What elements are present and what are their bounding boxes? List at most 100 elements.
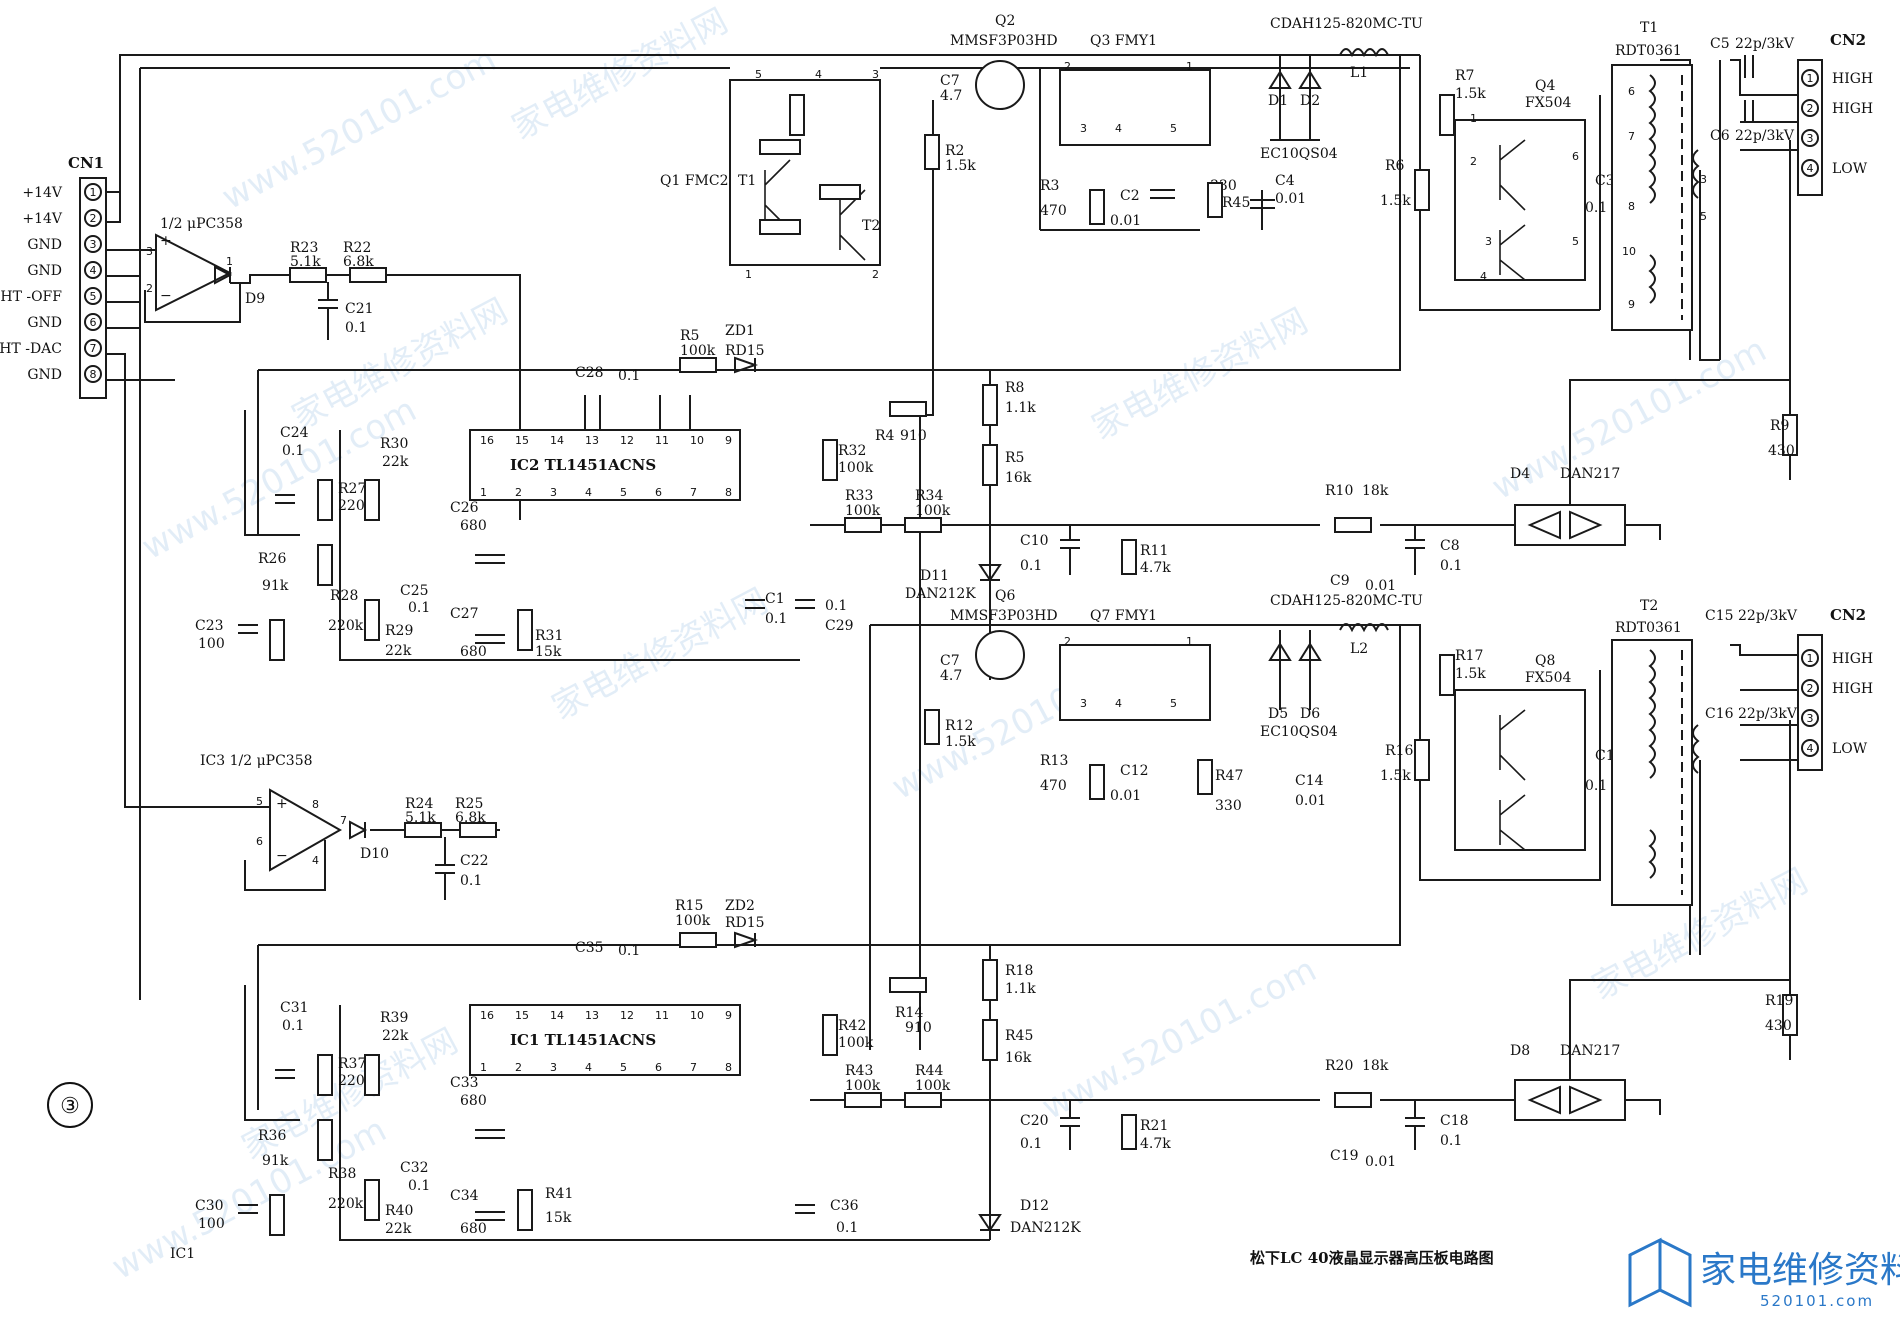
ic-pin-number: 2 bbox=[515, 486, 522, 499]
cn2-pin bbox=[1801, 159, 1819, 177]
cn1-pin-label: GND bbox=[27, 237, 62, 253]
svg-text:C18: C18 bbox=[1440, 1113, 1469, 1129]
page-marker: ③ bbox=[47, 1082, 93, 1128]
svg-text:C26: C26 bbox=[450, 500, 479, 516]
cn1-pin-number: 7 bbox=[90, 342, 97, 355]
svg-text:C4: C4 bbox=[1275, 173, 1295, 189]
svg-text:C16: C16 bbox=[1705, 706, 1734, 722]
cn1-pin-label: GND bbox=[27, 315, 62, 331]
svg-text:T1: T1 bbox=[738, 173, 756, 189]
svg-text:430: 430 bbox=[1765, 1018, 1792, 1034]
q1-label: Q1 FMC2 bbox=[660, 173, 729, 189]
svg-text:R5: R5 bbox=[680, 328, 699, 344]
t2-block: R17 1.5k R16 1.5k Q8 FX504 C13 0.1 T2 RD… bbox=[1380, 598, 1798, 906]
svg-text:C2: C2 bbox=[1120, 188, 1140, 204]
svg-text:C32: C32 bbox=[400, 1160, 429, 1176]
cn1-pin-label: +14V bbox=[22, 185, 63, 201]
svg-text:C15: C15 bbox=[1705, 608, 1734, 624]
svg-text:R4: R4 bbox=[875, 428, 895, 444]
cn2-pin-number: 3 bbox=[1807, 712, 1814, 725]
svg-text:RD15: RD15 bbox=[725, 915, 765, 931]
labels-top: R23 5.1k R22 6.8k D9 C21 0.1 R5 100k ZD1… bbox=[195, 240, 1462, 661]
svg-text:R31: R31 bbox=[535, 628, 563, 644]
svg-text:R23: R23 bbox=[290, 240, 318, 256]
svg-text:2: 2 bbox=[1064, 635, 1071, 648]
watermark-text: www.520101.com bbox=[215, 40, 502, 218]
svg-text:1.5k: 1.5k bbox=[1455, 86, 1486, 102]
svg-text:C30: C30 bbox=[195, 1198, 224, 1214]
svg-text:D9: D9 bbox=[245, 291, 265, 307]
svg-text:0.1: 0.1 bbox=[408, 600, 430, 616]
svg-text:R36: R36 bbox=[258, 1128, 286, 1144]
svg-text:100k: 100k bbox=[675, 913, 711, 929]
svg-text:22k: 22k bbox=[382, 454, 409, 470]
svg-text:CN2: CN2 bbox=[1830, 31, 1866, 49]
svg-text:2: 2 bbox=[1470, 155, 1477, 168]
svg-text:R11: R11 bbox=[1140, 543, 1168, 559]
svg-text:22k: 22k bbox=[382, 1028, 409, 1044]
ic-pin-number: 4 bbox=[585, 486, 592, 499]
svg-text:R17: R17 bbox=[1455, 648, 1483, 664]
svg-text:4: 4 bbox=[1115, 697, 1122, 710]
brand-logo-icon bbox=[1628, 1237, 1662, 1308]
cn1-pin-number: 5 bbox=[90, 290, 97, 303]
cn2-pin bbox=[1801, 129, 1819, 147]
ic-pin-number: 11 bbox=[655, 1009, 669, 1022]
svg-text:DAN212K: DAN212K bbox=[1010, 1220, 1081, 1236]
svg-text:T1: T1 bbox=[1640, 20, 1658, 36]
cn1-pin bbox=[84, 235, 102, 253]
ic-pin-number: 5 bbox=[620, 1061, 627, 1074]
svg-text:1.5k: 1.5k bbox=[1380, 193, 1411, 209]
svg-text:T2: T2 bbox=[862, 218, 880, 234]
svg-text:0.1: 0.1 bbox=[282, 1018, 304, 1034]
d1-d2-l1: CDAH125-820MC-TU L1 D1 D2 EC10QS04 bbox=[1260, 16, 1423, 162]
watermark-text: www.520101.com bbox=[135, 390, 422, 568]
cn2-pin-number: 2 bbox=[1807, 682, 1814, 695]
svg-text:0.01: 0.01 bbox=[1275, 191, 1306, 207]
svg-text:CDAH125-820MC-TU: CDAH125-820MC-TU bbox=[1270, 593, 1423, 609]
cn1-pin bbox=[84, 339, 102, 357]
svg-text:3: 3 bbox=[146, 245, 153, 258]
svg-text:0.1: 0.1 bbox=[460, 873, 482, 889]
svg-text:0.01: 0.01 bbox=[1110, 213, 1141, 229]
ic-pin-number: 16 bbox=[480, 434, 494, 447]
svg-text:8: 8 bbox=[312, 798, 319, 811]
d4-block: D4 DAN217 bbox=[1510, 466, 1626, 546]
svg-text:D1: D1 bbox=[1268, 93, 1288, 109]
svg-text:16k: 16k bbox=[1005, 1050, 1032, 1066]
cn2-pin-label: HIGH bbox=[1832, 651, 1873, 667]
svg-text:3: 3 bbox=[1080, 697, 1087, 710]
svg-text:3: 3 bbox=[1485, 235, 1492, 248]
ic-pin-number: 13 bbox=[585, 1009, 599, 1022]
svg-text:R47: R47 bbox=[1215, 768, 1243, 784]
svg-text:680: 680 bbox=[460, 518, 487, 534]
svg-text:D5: D5 bbox=[1268, 706, 1288, 722]
opamp-top-label: 1/2 μPC358 bbox=[160, 216, 243, 232]
svg-text:C25: C25 bbox=[400, 583, 429, 599]
brand-logo: 家电维修资料网 520101.com bbox=[1628, 1237, 1900, 1310]
ic-pin-number: 13 bbox=[585, 434, 599, 447]
svg-text:C29: C29 bbox=[825, 618, 854, 634]
svg-text:4: 4 bbox=[1480, 270, 1487, 283]
svg-text:R30: R30 bbox=[380, 436, 408, 452]
svg-text:470: 470 bbox=[1040, 203, 1067, 219]
svg-text:0.01: 0.01 bbox=[1295, 793, 1326, 809]
svg-text:R24: R24 bbox=[405, 796, 433, 812]
cn1-pin-label: LIGHT -DAC bbox=[0, 341, 62, 357]
svg-text:C28: C28 bbox=[575, 365, 604, 381]
l1-coil bbox=[1339, 48, 1389, 58]
ic-pin-number: 6 bbox=[655, 1061, 662, 1074]
svg-text:910: 910 bbox=[900, 428, 927, 444]
svg-text:DAN217: DAN217 bbox=[1560, 1043, 1620, 1059]
svg-text:7: 7 bbox=[340, 814, 347, 827]
t1-block: R7 1.5k R6 1.5k Q4 FX504 1 2 3 4 5 6 C3 … bbox=[1380, 20, 1795, 331]
ic-pin-number: 10 bbox=[690, 434, 704, 447]
ic-pin-number: 8 bbox=[725, 486, 732, 499]
svg-text:5: 5 bbox=[1170, 697, 1177, 710]
svg-text:C27: C27 bbox=[450, 606, 479, 622]
ic-pin-number: 6 bbox=[655, 486, 662, 499]
svg-text:0.1: 0.1 bbox=[765, 611, 787, 627]
svg-text:0.1: 0.1 bbox=[1585, 200, 1607, 216]
